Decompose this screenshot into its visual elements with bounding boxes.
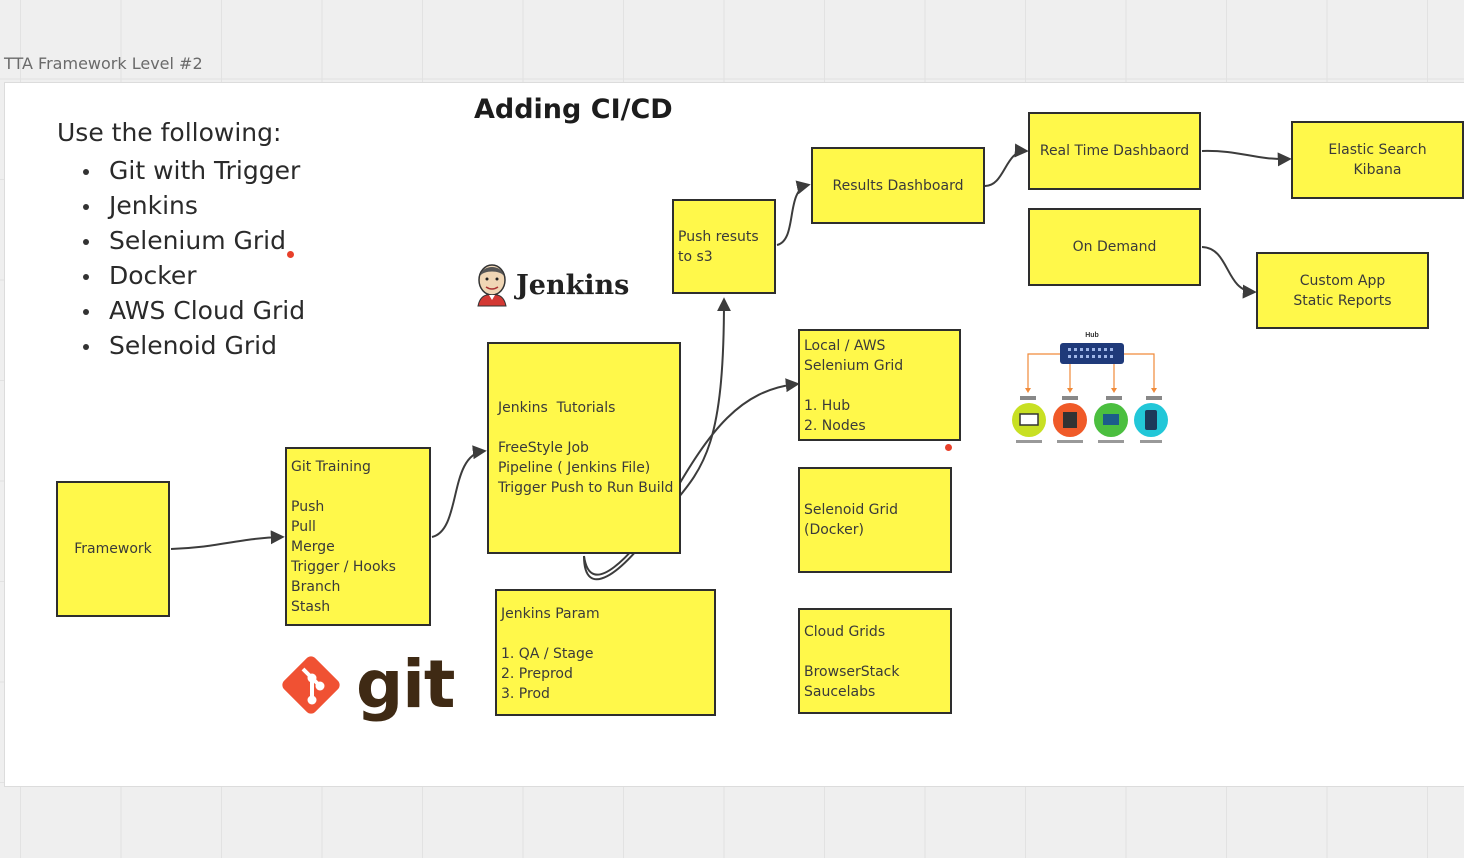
jenkins-wordmark: Jenkins — [516, 269, 630, 301]
git-wordmark: git — [356, 646, 455, 723]
bullet-icon — [83, 274, 89, 280]
hub-nodes-graphic — [1012, 343, 1168, 443]
note-custom-app[interactable]: Custom App Static Reports — [1256, 252, 1429, 329]
bullet-icon — [83, 204, 89, 210]
intro-title: Use the following: — [57, 118, 282, 147]
note-real-time-dashboard[interactable]: Real Time Dashbaord — [1028, 112, 1201, 190]
bullet-icon — [83, 309, 89, 315]
selenium-hub-diagram: Hub — [1008, 332, 1176, 456]
git-diamond-icon — [282, 656, 340, 714]
note-cloud-grids[interactable]: Cloud Grids BrowserStack Saucelabs — [798, 608, 952, 714]
note-on-demand[interactable]: On Demand — [1028, 208, 1201, 286]
intro-item: Jenkins — [57, 188, 305, 223]
note-git-training[interactable]: Git Training Push Pull Merge Trigger / H… — [285, 447, 431, 626]
intro-list: Use the following: Git with Trigger Jenk… — [57, 118, 305, 363]
frame-title: TTA Framework Level #2 — [4, 54, 203, 73]
bullet-icon — [83, 239, 89, 245]
note-results-dashboard[interactable]: Results Dashboard — [811, 147, 985, 224]
intro-item: AWS Cloud Grid — [57, 293, 305, 328]
note-local-aws-grid[interactable]: Local / AWS Selenium Grid 1. Hub 2. Node… — [798, 329, 961, 441]
intro-item: Docker — [57, 258, 305, 293]
bullet-icon — [83, 169, 89, 175]
red-dot-marker — [287, 251, 294, 258]
bullet-icon — [83, 344, 89, 350]
intro-item: Git with Trigger — [57, 153, 305, 188]
jenkins-butler-icon — [477, 264, 507, 307]
board-heading: Adding CI/CD — [474, 94, 673, 125]
note-jenkins-param[interactable]: Jenkins Param 1. QA / Stage 2. Preprod 3… — [495, 589, 716, 716]
intro-item: Selenium Grid — [57, 223, 305, 258]
note-framework[interactable]: Framework — [56, 481, 170, 617]
note-push-results[interactable]: Push resuts to s3 — [672, 199, 776, 294]
intro-item: Selenoid Grid — [57, 328, 305, 363]
hub-label: Hub — [1085, 332, 1099, 339]
note-jenkins-tutorials[interactable]: Jenkins Tutorials FreeStyle Job Pipeline… — [487, 342, 681, 554]
git-logo: git — [276, 646, 455, 723]
note-elastic-search[interactable]: Elastic Search Kibana — [1291, 121, 1464, 199]
red-dot-marker — [945, 444, 952, 451]
note-selenoid-grid[interactable]: Selenoid Grid (Docker) — [798, 467, 952, 573]
jenkins-logo: Jenkins — [474, 262, 629, 308]
